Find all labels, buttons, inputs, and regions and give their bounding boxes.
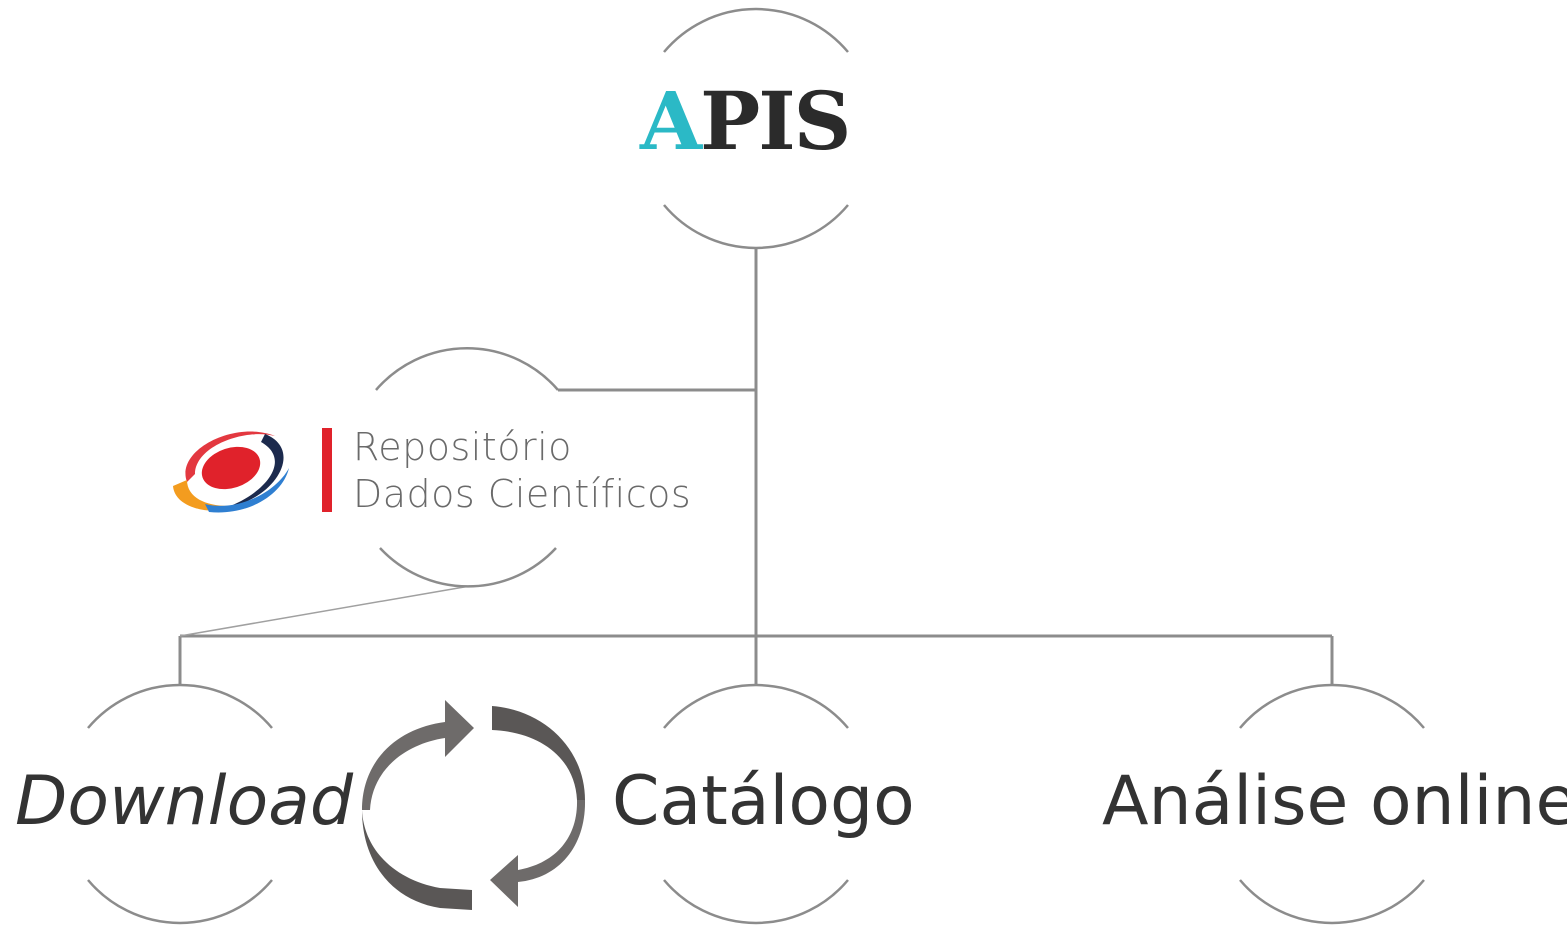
catalogo-bottom-arc: [663, 879, 849, 925]
repository-divider-bar: [322, 428, 332, 512]
catalogo-top-arc: [663, 683, 849, 729]
apis-logo: APIS: [640, 76, 880, 166]
node-download-label: Download: [15, 762, 354, 841]
repository-logo: Repositório Dados Científicos: [165, 420, 725, 520]
repo-bottom-arc: [379, 547, 557, 588]
analise-top-arc: [1239, 683, 1425, 729]
apis-logo-letters: PIS: [700, 74, 851, 168]
repo-download-link: [179, 585, 471, 637]
download-top-arc: [87, 683, 273, 729]
download-bottom-arc: [87, 879, 273, 925]
apis-logo-letter-a: A: [640, 74, 702, 168]
repo-top-arc: [375, 347, 559, 391]
node-arcs: [87, 7, 1425, 925]
apis-top-arc: [663, 7, 849, 53]
connector-lines: [178, 248, 1334, 686]
analise-bottom-arc: [1239, 879, 1425, 925]
apis-bottom-arc: [663, 204, 849, 250]
repository-title-line1: Repositório: [353, 425, 572, 469]
sync-arrows-icon: [362, 700, 586, 910]
repository-title-line2: Dados Científicos: [353, 472, 692, 516]
node-catalogo-label: Catálogo: [612, 762, 915, 841]
node-analise-online-label: Análise online: [1102, 762, 1567, 841]
orbit-logo-icon: [173, 431, 289, 513]
